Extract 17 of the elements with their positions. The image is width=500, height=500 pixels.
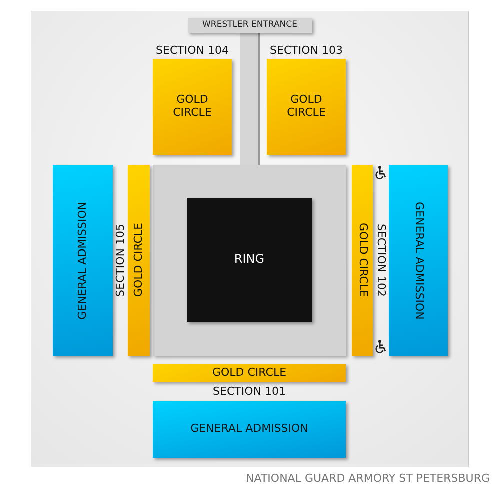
seating-section: GOLD CIRCLE xyxy=(128,165,150,356)
section-label: SECTION 102 xyxy=(375,224,388,296)
section-label: SECTION 101 xyxy=(213,384,286,398)
seating-section: GOLD CIRCLE xyxy=(352,165,373,356)
seating-section: GOLD CIRCLE xyxy=(153,59,232,155)
entrance-sign: WRESTLER ENTRANCE xyxy=(188,18,312,33)
seating-section: GENERAL ADMISSION xyxy=(389,165,448,356)
seating-section: GENERAL ADMISSION xyxy=(153,401,346,458)
section-label: SECTION 105 xyxy=(114,224,127,297)
venue-caption-text: NATIONAL GUARD ARMORY ST PETERSBURG xyxy=(246,472,490,484)
seating-section: GENERAL ADMISSION xyxy=(53,165,113,356)
section-label: SECTION 104 xyxy=(156,44,229,56)
walkway xyxy=(240,33,260,165)
section-label: SECTION 103 xyxy=(270,44,343,56)
ring: RING xyxy=(187,198,312,322)
seating-section: GOLD CIRCLE xyxy=(267,59,346,155)
seating-section: GOLD CIRCLE xyxy=(153,364,346,382)
